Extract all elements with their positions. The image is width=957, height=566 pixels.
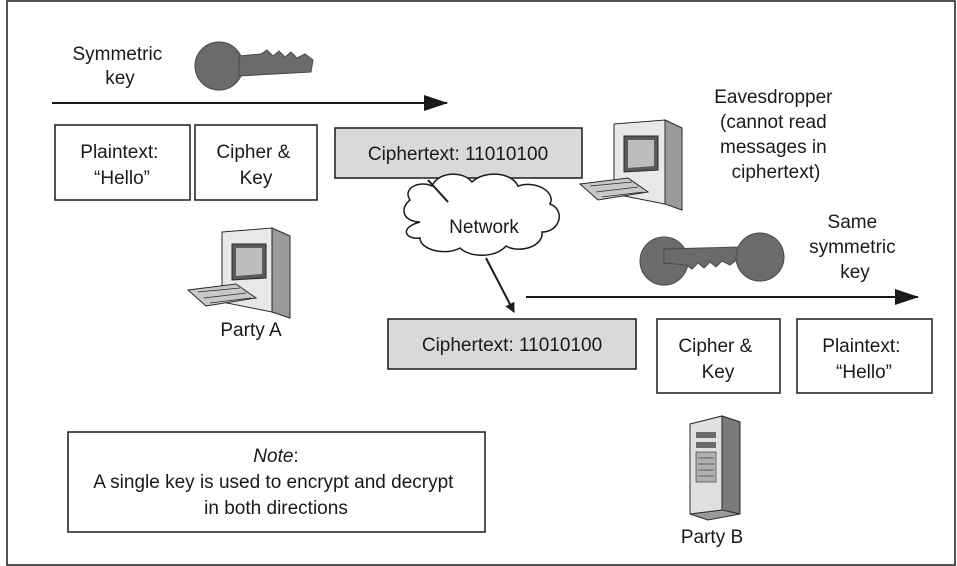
network-cloud: Network (403, 173, 560, 256)
computer-icon-eavesdropper (578, 119, 683, 211)
note-line-2: in both directions (204, 498, 348, 519)
plaintext-box-a: Plaintext: “Hello” (54, 124, 191, 201)
note-box: Note: A single key is used to encrypt an… (67, 431, 486, 533)
ciphertext-box-a: Ciphertext: 11010100 (334, 127, 583, 179)
connector-ciphertext-to-network (427, 179, 449, 203)
note-title-colon: : (293, 446, 298, 467)
svg-text:Network: Network (449, 217, 519, 238)
connector-network-to-ciphertext (485, 257, 515, 313)
cipher-key-box-a: Cipher & Key (194, 124, 318, 201)
plaintext-box-b: Plaintext: “Hello” (796, 318, 933, 394)
note-line-1: A single key is used to encrypt and decr… (93, 472, 454, 493)
svg-text:Note:: Note: (253, 446, 298, 467)
note-title: Note (253, 446, 293, 467)
diagram-frame (6, 0, 956, 566)
computer-icon-party-a (186, 227, 291, 319)
symmetric-key-label: Symmetric key (72, 44, 167, 89)
svg-text:Cipher & Key: Cipher & Key (678, 336, 757, 383)
eavesdropper-label: Eavesdropper (cannot read messages in ci… (714, 87, 838, 183)
party-a-label: Party A (220, 320, 282, 341)
ciphertext-box-b: Ciphertext: 11010100 (387, 318, 637, 370)
server-icon-party-b (689, 415, 741, 521)
cipher-key-box-b: Cipher & Key (656, 318, 781, 394)
svg-text:Ciphertext: 11010100: Ciphertext: 11010100 (422, 335, 602, 356)
key-icon (663, 232, 785, 282)
svg-text:A single key is used to encryp: A single key is used to encrypt and decr… (93, 472, 458, 519)
svg-text:Cipher & Key: Cipher & Key (216, 142, 295, 189)
svg-text:Plaintext: “Hello”: Plaintext: “Hello” (80, 142, 163, 189)
svg-text:Ciphertext: 11010100: Ciphertext: 11010100 (368, 144, 548, 165)
key-icon (194, 41, 314, 91)
party-b-label: Party B (681, 527, 743, 548)
same-symmetric-key-label: Same symmetric key (809, 212, 901, 283)
svg-text:Plaintext: “Hello”: Plaintext: “Hello” (822, 336, 905, 383)
